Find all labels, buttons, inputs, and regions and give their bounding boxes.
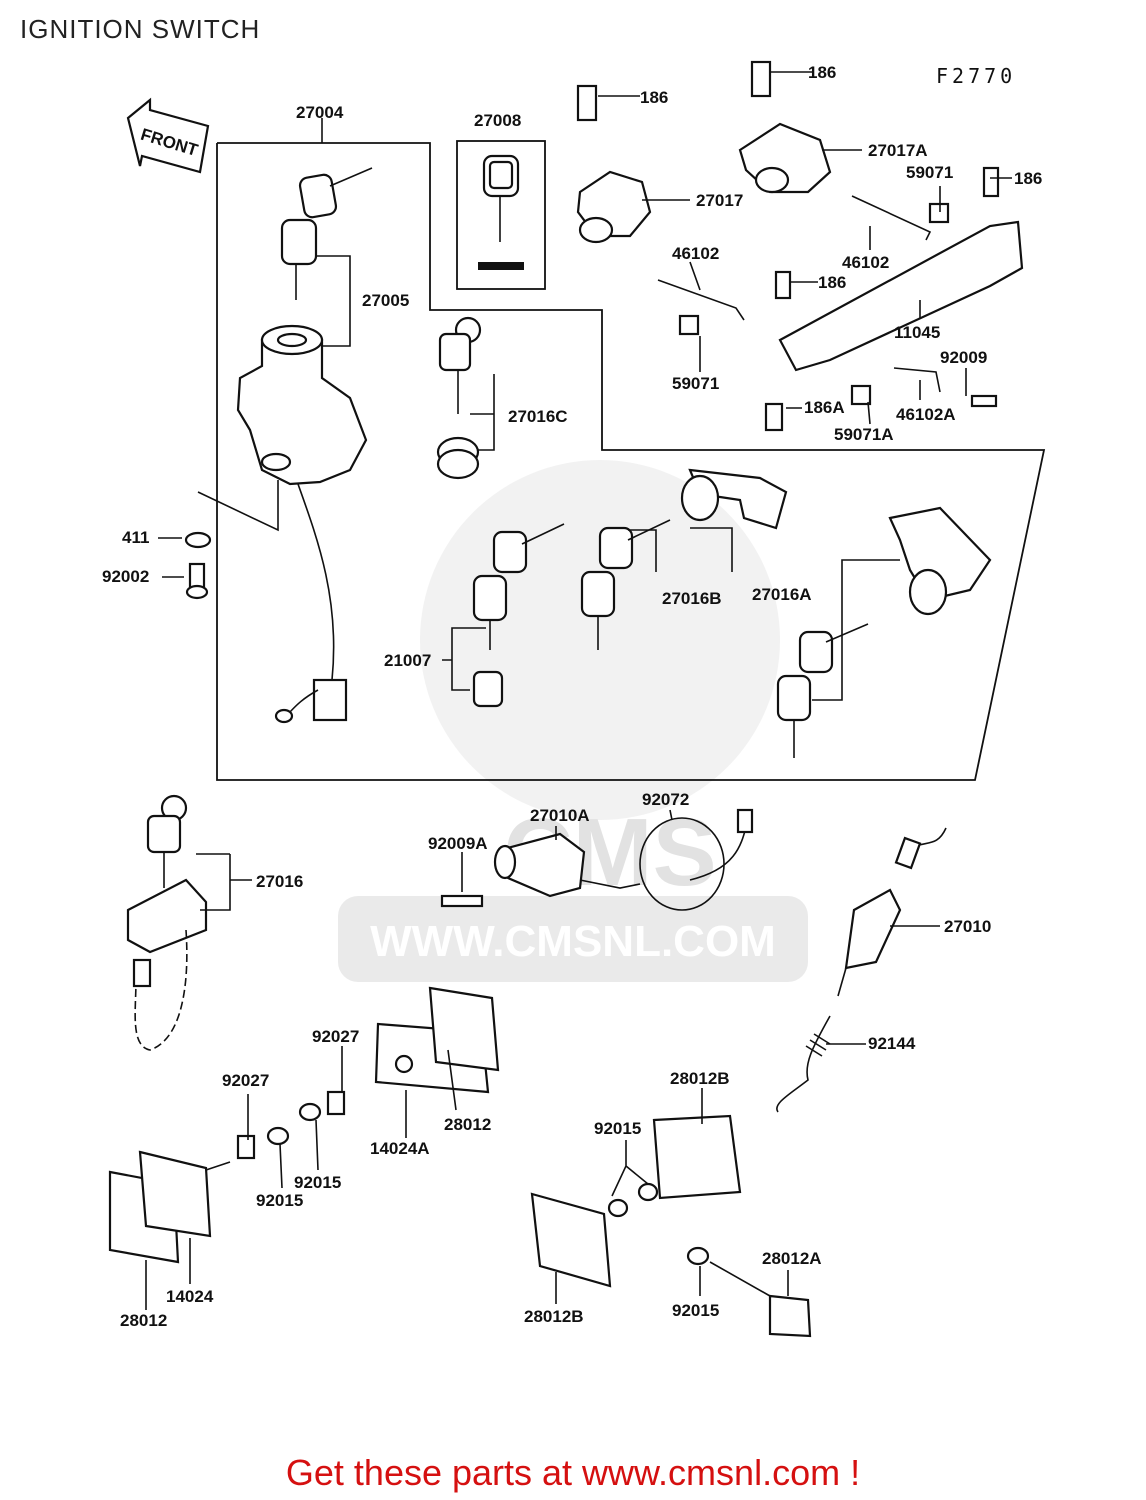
- callout-28012-a: 28012: [444, 1115, 491, 1134]
- switch-27010: [776, 827, 947, 1113]
- callout-46102A: 46102A: [896, 405, 956, 424]
- lock-bracket-27017: [576, 84, 652, 244]
- callout-92002: 92002: [102, 567, 149, 586]
- callout-27017: 27017: [696, 191, 743, 210]
- reflector-28012B: [530, 1114, 742, 1288]
- callout-186-a: 186: [640, 88, 668, 107]
- key-tag-frame: [456, 140, 546, 290]
- callout-27016B: 27016B: [662, 589, 722, 608]
- bracket-11045: [774, 166, 1024, 372]
- watermark-url: WWW.CMSNL.COM: [370, 917, 776, 966]
- footer-link-text[interactable]: Get these parts at www.cmsnl.com !: [285, 1452, 861, 1493]
- callout-92015-b: 92015: [256, 1191, 303, 1210]
- callout-186-b: 186: [808, 63, 836, 82]
- reflector-left-28012: [108, 1126, 290, 1264]
- lock-27016C: [436, 316, 482, 480]
- callout-27010A: 27010A: [530, 806, 590, 825]
- callout-92009: 92009: [940, 348, 987, 367]
- callout-92072: 92072: [642, 790, 689, 809]
- callout-27017A: 27017A: [868, 141, 928, 160]
- callout-27004: 27004: [296, 103, 344, 122]
- keys-21007: [472, 523, 565, 708]
- keys-27005: [280, 167, 373, 300]
- callout-21007: 21007: [384, 651, 431, 670]
- kit-frame: [216, 142, 1046, 781]
- callout-28012A: 28012A: [762, 1249, 822, 1268]
- callout-11045: 11045: [894, 323, 940, 342]
- callout-14024A: 14024A: [370, 1139, 430, 1158]
- pins-46102: [657, 195, 998, 432]
- key-tag-27008: [478, 154, 524, 270]
- figure-code: F2770: [936, 64, 1017, 88]
- callout-59071A: 59071A: [834, 425, 894, 444]
- leader-lines: [145, 71, 1012, 1310]
- lock-27016A: [776, 506, 992, 758]
- callout-46102-b: 46102: [842, 253, 889, 272]
- callout-411: 411: [122, 528, 149, 547]
- callout-186-c: 186: [1014, 169, 1042, 188]
- callout-27010: 27010: [944, 917, 991, 936]
- callout-59071-b: 59071: [672, 374, 719, 393]
- callout-27016: 27016: [256, 872, 303, 891]
- callout-186-d: 186: [818, 273, 846, 292]
- switch-27010A: [440, 808, 754, 911]
- callout-92027-a: 92027: [312, 1027, 359, 1046]
- washer-bolt: [184, 531, 212, 600]
- callout-27008: 27008: [474, 111, 521, 130]
- callout-59071-a: 59071: [906, 163, 953, 182]
- callout-27016A: 27016A: [752, 585, 812, 604]
- watermark: WWW.CMSNL.COM CMS: [338, 460, 808, 982]
- callout-92009A: 92009A: [428, 834, 488, 853]
- lock-27016: [126, 794, 208, 1051]
- callout-92015-a: 92015: [294, 1173, 341, 1192]
- callout-28012B-bottom: 28012B: [524, 1307, 584, 1326]
- callout-14024: 14024: [166, 1287, 214, 1306]
- reflector-right-28012: [298, 986, 500, 1122]
- callout-186A: 186A: [804, 398, 845, 417]
- callout-28012B-top: 28012B: [670, 1069, 730, 1088]
- ignition-switch-assembly: [236, 324, 368, 724]
- front-arrow: FRONT: [126, 97, 210, 174]
- callout-27005: 27005: [362, 291, 409, 310]
- callout-28012-b: 28012: [120, 1311, 167, 1330]
- page-title: IGNITION SWITCH: [20, 14, 261, 44]
- callout-92144: 92144: [868, 1034, 916, 1053]
- callout-92015-d: 92015: [672, 1301, 719, 1320]
- callout-92027-b: 92027: [222, 1071, 269, 1090]
- callout-46102-a: 46102: [672, 244, 719, 263]
- callout-labels: 27004 27008 27005 27016C 411 92002 21007…: [102, 63, 1042, 1330]
- reflector-28012A: [686, 1246, 812, 1338]
- callout-27016C: 27016C: [508, 407, 568, 426]
- callout-92015-c: 92015: [594, 1119, 641, 1138]
- lock-bracket-27017A: [738, 60, 832, 194]
